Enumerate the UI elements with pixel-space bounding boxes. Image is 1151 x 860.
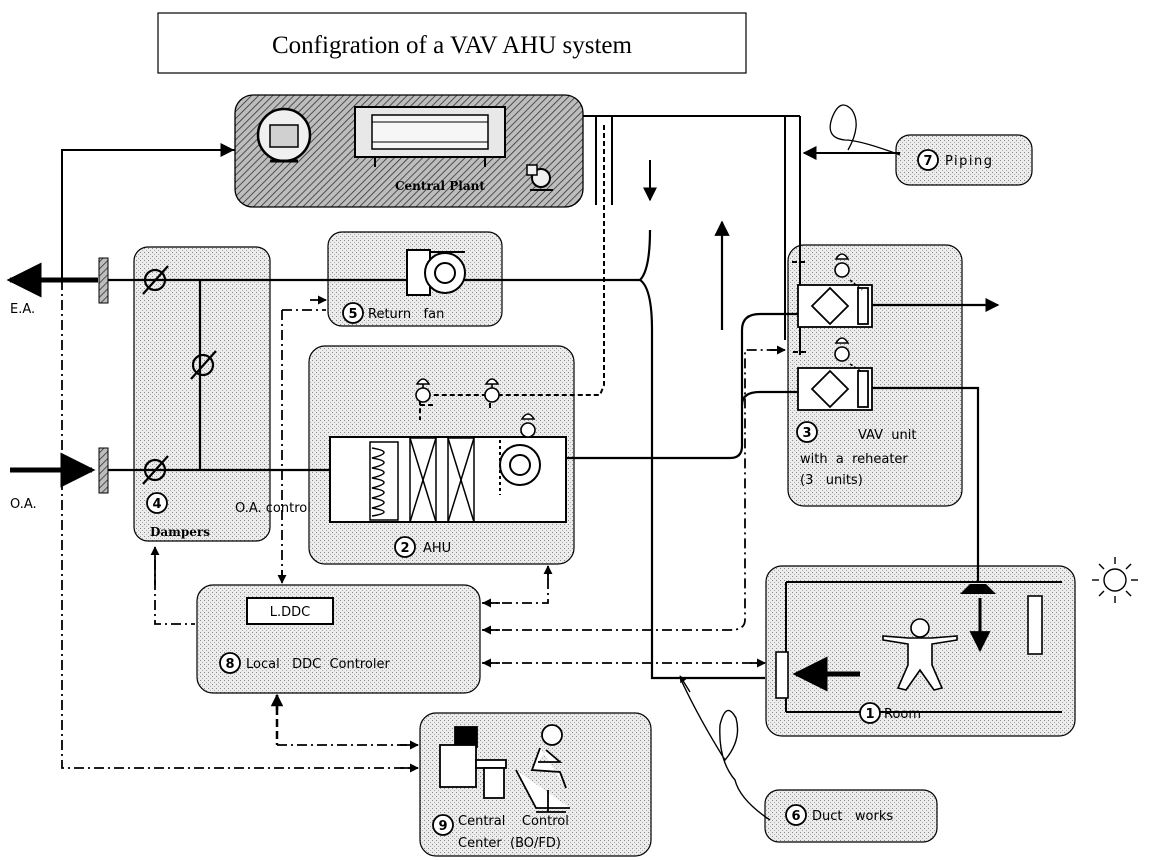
central-plant-label: Central Plant: [395, 179, 485, 193]
sun-icon: [1092, 557, 1138, 603]
coil-icon: [409, 437, 475, 523]
boiler-icon: [256, 107, 312, 163]
piping-panel: [895, 134, 1033, 186]
diffuser-icon: [960, 584, 996, 594]
ahu-number: [394, 536, 416, 558]
vav-unit-line1: VAV unit: [858, 428, 916, 443]
fan-icon: [499, 440, 541, 495]
vav-unit-number-text: 3: [802, 426, 811, 441]
central-control-number: [432, 814, 454, 836]
filter-icon: [369, 441, 399, 521]
oa-dampers-number-text: 4: [152, 497, 161, 512]
damper-icon: [142, 265, 217, 485]
central-control-line1: Central Control: [458, 814, 569, 829]
pump-icon: [526, 164, 553, 191]
oa-dampers-panel: [133, 246, 271, 542]
duct-works-pointer: [681, 681, 771, 821]
page-title: Configration of a VAV AHU system: [272, 32, 633, 59]
piping-number-text: 7: [923, 154, 932, 169]
exhaust-louver: [98, 257, 109, 304]
intake-louver: [98, 447, 109, 494]
dampers-label: Dampers: [150, 525, 210, 539]
piping-label: Piping: [945, 154, 994, 169]
vav-units: [797, 284, 873, 411]
local-ddc-number: [219, 652, 241, 674]
valve-icon: [415, 378, 536, 438]
ahu-unit: [329, 436, 567, 523]
ahu-number-text: 2: [400, 541, 409, 556]
l-ddc-box: [246, 597, 334, 625]
person-icon: [882, 618, 958, 691]
central-control-number-text: 9: [438, 819, 447, 834]
local-ddc-label: Local DDC Controler: [246, 657, 390, 672]
central-control-line2: Center (BO/FD): [458, 836, 561, 851]
piping-number: [917, 149, 939, 171]
duct-works-number: [785, 804, 807, 826]
duct-works-number-text: 6: [791, 809, 800, 824]
room-label: Room: [884, 707, 921, 722]
return-fan-number: [342, 302, 364, 324]
oa-dampers-number: [146, 492, 168, 514]
return-fan-number-text: 5: [348, 307, 357, 322]
local-ddc-number-text: 8: [225, 657, 234, 672]
exhaust-air-label: E.A.: [10, 302, 35, 317]
outside-air-label: O.A.: [10, 497, 37, 512]
room-number: [859, 702, 881, 724]
room-number-text: 1: [865, 707, 874, 722]
control-signal-lines: [61, 280, 783, 769]
vav-unit-number: [796, 421, 818, 443]
window: [1027, 595, 1043, 655]
l-ddc-label: L.DDC: [270, 605, 310, 620]
local-ddc-panel: [196, 584, 481, 694]
computer-operator-icon: [439, 724, 570, 813]
vav-unit-line2: with a reheater: [800, 452, 908, 467]
title-box: [157, 12, 747, 74]
chiller-icon: [354, 106, 506, 167]
return-grille: [775, 651, 789, 699]
return-fan-label: Return fan: [368, 307, 444, 322]
valve-icon: [834, 253, 850, 362]
fan-icon: [406, 249, 466, 296]
duct-works-label: Duct works: [812, 809, 893, 824]
oa-dampers-label: O.A. control: [235, 501, 311, 516]
piping-pointer: [829, 104, 901, 156]
ahu-label: AHU: [423, 541, 451, 556]
vav-unit-line3: (3 units): [800, 473, 863, 488]
